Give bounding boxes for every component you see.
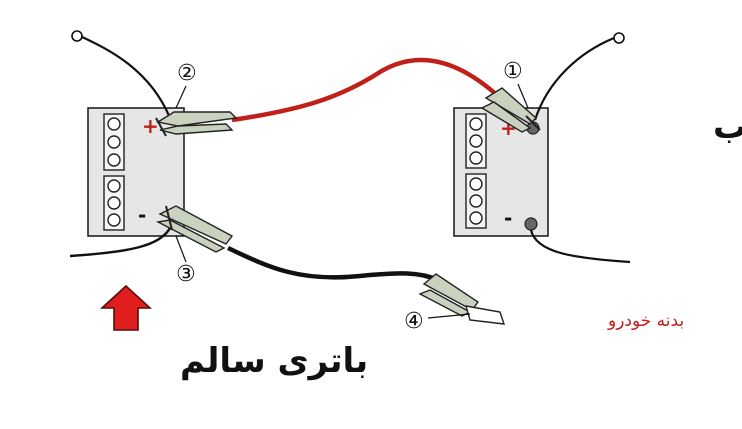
- clamp-2-positive-good-battery: [155, 111, 238, 137]
- clamp-3-negative-good-battery: [155, 205, 234, 253]
- step-4-leader: [427, 313, 471, 319]
- step-2-marker: ②: [177, 61, 197, 86]
- good-battery-negative-wire: [69, 227, 172, 258]
- dead-battery-minus-sign: -: [504, 206, 512, 230]
- step-4-marker: ④: [404, 309, 424, 334]
- step-3-marker: ③: [176, 262, 196, 287]
- good-battery-wire-end: [71, 30, 83, 42]
- step-1-marker: ①: [503, 59, 523, 84]
- dead-battery-negative-post: [524, 217, 538, 231]
- dead-battery-negative-wire: [529, 229, 631, 264]
- dead-battery-positive-wire: [533, 36, 615, 121]
- clamp-1-positive-dead-battery: [480, 87, 541, 133]
- step-3-leader: [175, 235, 187, 263]
- positive-jumper-cable: [231, 57, 500, 123]
- dead-battery-label: باتری خراب: [713, 107, 742, 147]
- good-battery-plus-sign: +: [142, 114, 159, 138]
- dead-battery-wire-end: [613, 32, 625, 44]
- dead-battery: + -: [453, 107, 549, 237]
- clamp-4-car-body: [418, 273, 506, 325]
- step-2-leader: [175, 85, 187, 109]
- good-battery-positive-wire: [79, 35, 172, 119]
- step-1-leader: [517, 83, 529, 109]
- car-body-label: بدنه خودرو: [607, 311, 684, 331]
- up-arrow-icon: [99, 284, 153, 331]
- good-battery-minus-sign: -: [138, 203, 146, 227]
- good-battery-label: باتری سالم: [180, 341, 368, 381]
- negative-jumper-cable: [227, 245, 439, 283]
